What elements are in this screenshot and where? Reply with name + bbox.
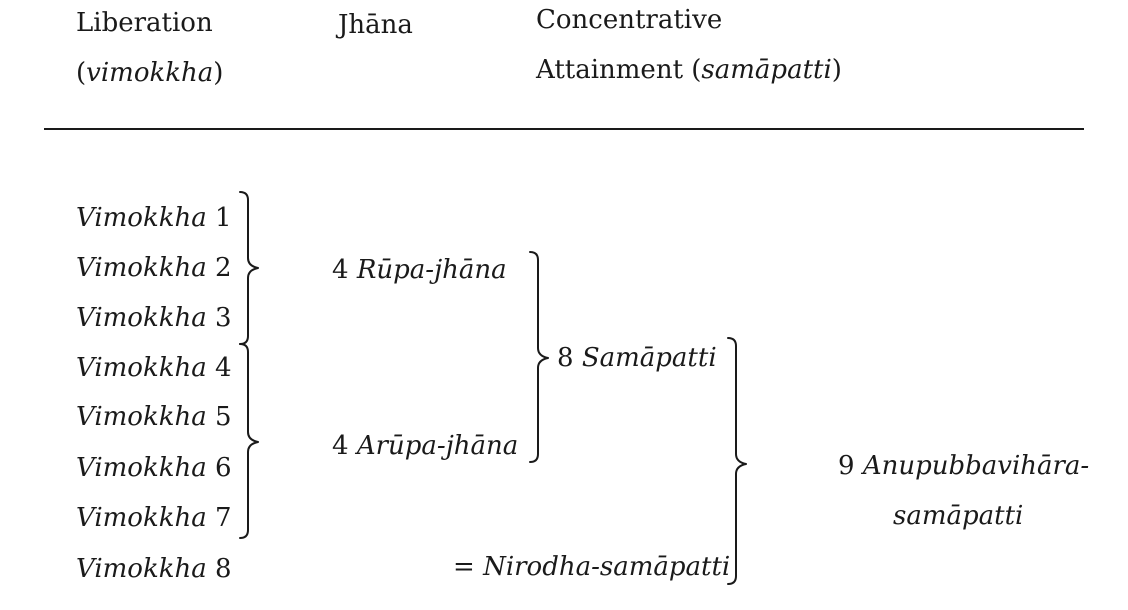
header-attainment-close: ) xyxy=(831,55,842,85)
eight-samapatti-term: Samāpatti xyxy=(581,343,717,373)
anupubba-count: 9 xyxy=(838,451,855,481)
vimokkha-number: 8 xyxy=(214,554,232,584)
arupa-jhana-count: 4 xyxy=(332,431,349,461)
vimokkha-word: Vimokkha xyxy=(76,353,207,383)
vimokkha-row: Vimokkha 7 xyxy=(76,503,232,533)
header-vimokkha-term: vimokkha xyxy=(86,58,214,88)
arupa-jhana-label: 4 Arūpa-jhāna xyxy=(332,431,518,461)
vimokkha-number: 6 xyxy=(214,453,232,483)
vimokkha-word: Vimokkha xyxy=(76,303,207,333)
header-samapatti-term: samāpatti xyxy=(701,55,832,85)
vimokkha-word: Vimokkha xyxy=(76,503,207,533)
vimokkha-word: Vimokkha xyxy=(76,402,207,432)
vimokkha-row: Vimokkha 8 xyxy=(76,554,232,584)
vimokkha-word: Vimokkha xyxy=(76,554,207,584)
rupa-jhana-term: Rūpa-jhāna xyxy=(356,255,507,285)
header-divider xyxy=(44,128,1084,130)
rupa-jhana-count: 4 xyxy=(332,255,349,285)
brace-vimokkha-4-7 xyxy=(239,343,259,539)
vimokkha-number: 4 xyxy=(214,353,232,383)
brace-eight-samapatti xyxy=(529,251,549,463)
rupa-jhana-label: 4 Rūpa-jhāna xyxy=(332,255,507,285)
nirodha-equals: = xyxy=(453,552,475,582)
vimokkha-number: 2 xyxy=(214,253,232,283)
nirodha-samapatti-label: = Nirodha-samāpatti xyxy=(453,552,730,582)
header-jhana: Jhāna xyxy=(338,10,413,40)
header-attainment: Attainment (samāpatti) xyxy=(536,55,842,85)
vimokkha-number: 3 xyxy=(214,303,232,333)
vimokkha-number: 5 xyxy=(214,402,232,432)
header-vimokkha-close: ) xyxy=(213,58,224,88)
anupubba-term-line1: Anupubbavihāra- xyxy=(862,451,1090,481)
vimokkha-number: 7 xyxy=(214,503,232,533)
brace-nine-anupubba xyxy=(727,337,747,585)
arupa-jhana-term: Arūpa-jhāna xyxy=(356,431,519,461)
header-attainment-prefix: Attainment ( xyxy=(536,55,702,85)
header-concentrative: Concentrative xyxy=(536,5,723,35)
vimokkha-word: Vimokkha xyxy=(76,203,207,233)
eight-samapatti-label: 8 Samāpatti xyxy=(557,343,717,373)
vimokkha-number: 1 xyxy=(214,203,232,233)
header-vimokkha-open: ( xyxy=(76,58,87,88)
vimokkha-row: Vimokkha 1 xyxy=(76,203,232,233)
header-liberation: Liberation xyxy=(76,8,213,38)
anupubba-line2: samāpatti xyxy=(893,501,1024,531)
header-vimokkha: (vimokkha) xyxy=(76,58,223,88)
vimokkha-word: Vimokkha xyxy=(76,453,207,483)
vimokkha-row: Vimokkha 3 xyxy=(76,303,232,333)
vimokkha-row: Vimokkha 4 xyxy=(76,353,232,383)
eight-samapatti-count: 8 xyxy=(557,343,574,373)
nirodha-samapatti-term: Nirodha-samāpatti xyxy=(483,552,731,582)
vimokkha-row: Vimokkha 2 xyxy=(76,253,232,283)
vimokkha-row: Vimokkha 5 xyxy=(76,402,232,432)
vimokkha-word: Vimokkha xyxy=(76,253,207,283)
brace-vimokkha-1-3 xyxy=(239,191,259,345)
anupubba-line1: 9 Anupubbavihāra- xyxy=(838,451,1089,481)
vimokkha-row: Vimokkha 6 xyxy=(76,453,232,483)
